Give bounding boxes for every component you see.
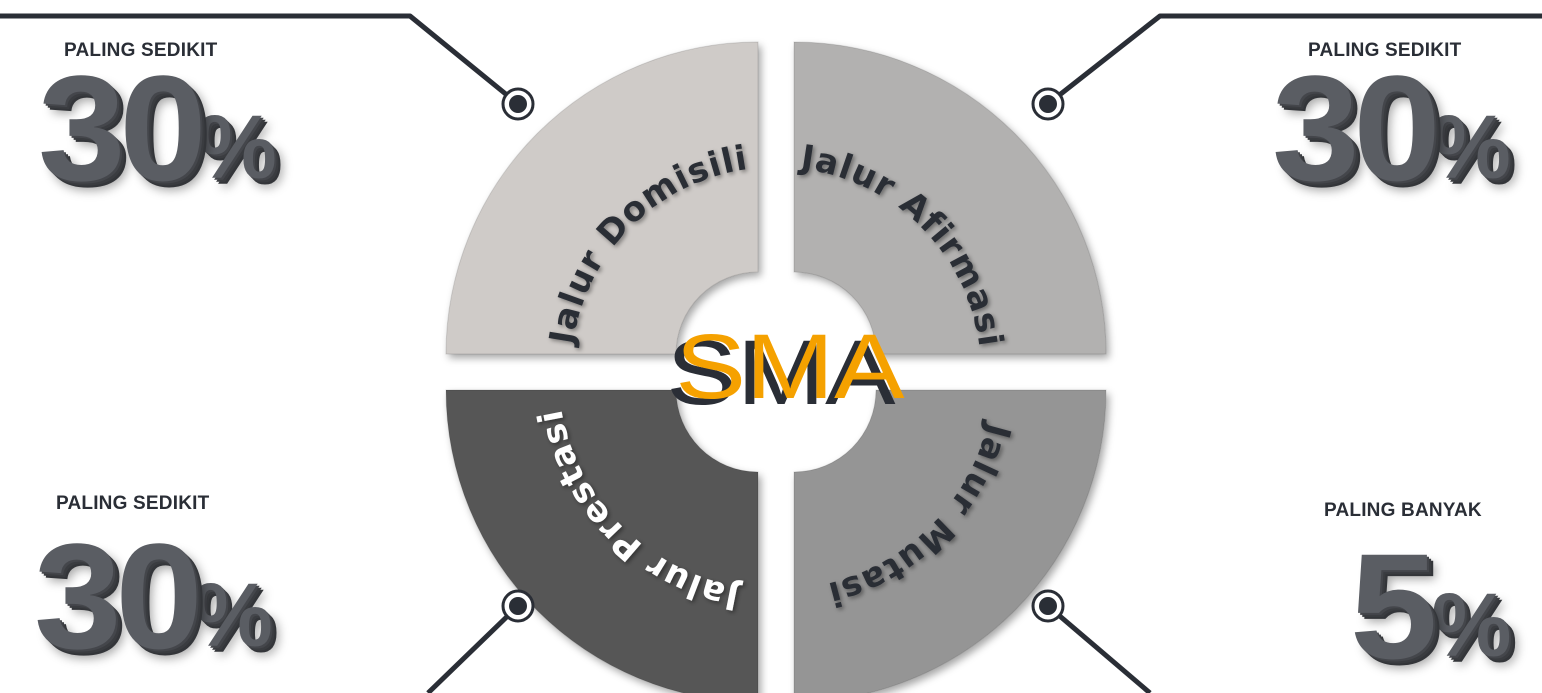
center-logo-front: SMA	[675, 315, 904, 418]
quota-value-bottom-left: 30%	[34, 512, 273, 680]
quota-value-top-left: 30%	[38, 44, 277, 212]
node-top-right	[1031, 87, 1065, 121]
connector-top-right	[1046, 13, 1542, 106]
quota-value-top-right: 30%	[1272, 44, 1511, 212]
quota-unit-top-right: %	[1430, 98, 1511, 198]
node-bottom-right	[1031, 589, 1065, 623]
segment-mutasi	[793, 389, 1107, 693]
center-logo-back: SMA	[666, 321, 895, 424]
quota-number-top-right: 30	[1272, 44, 1441, 212]
quota-unit-top-left: %	[196, 98, 277, 198]
quota-label-bottom-right: PALING BANYAK	[1324, 500, 1482, 521]
quota-value-bottom-right: 5%	[1350, 522, 1512, 690]
connector-bottom-left	[426, 604, 520, 693]
node-bottom-left	[501, 589, 535, 623]
connector-nodes	[501, 87, 1065, 623]
quota-label-top-right: PALING SEDIKIT	[1308, 40, 1462, 61]
quota-number-top-left: 30	[38, 44, 207, 212]
quota-number-bottom-right: 5	[1350, 522, 1438, 690]
connector-top-left	[0, 13, 520, 106]
connector-bottom-right	[1046, 604, 1152, 693]
quota-unit-bottom-right: %	[1431, 576, 1512, 676]
quota-label-top-left: PALING SEDIKIT	[64, 40, 218, 61]
quota-number-bottom-left: 30	[34, 512, 203, 680]
segment-prestasi	[445, 389, 759, 693]
quota-label-bottom-left: PALING SEDIKIT	[56, 493, 210, 514]
center-logo: SMA SMA	[666, 315, 904, 424]
connector-lines	[0, 13, 1542, 693]
segments-group	[445, 41, 1107, 693]
quota-unit-bottom-left: %	[192, 566, 273, 666]
segment-domisili	[445, 41, 759, 355]
node-top-left	[501, 87, 535, 121]
segment-afirmasi	[793, 41, 1107, 355]
